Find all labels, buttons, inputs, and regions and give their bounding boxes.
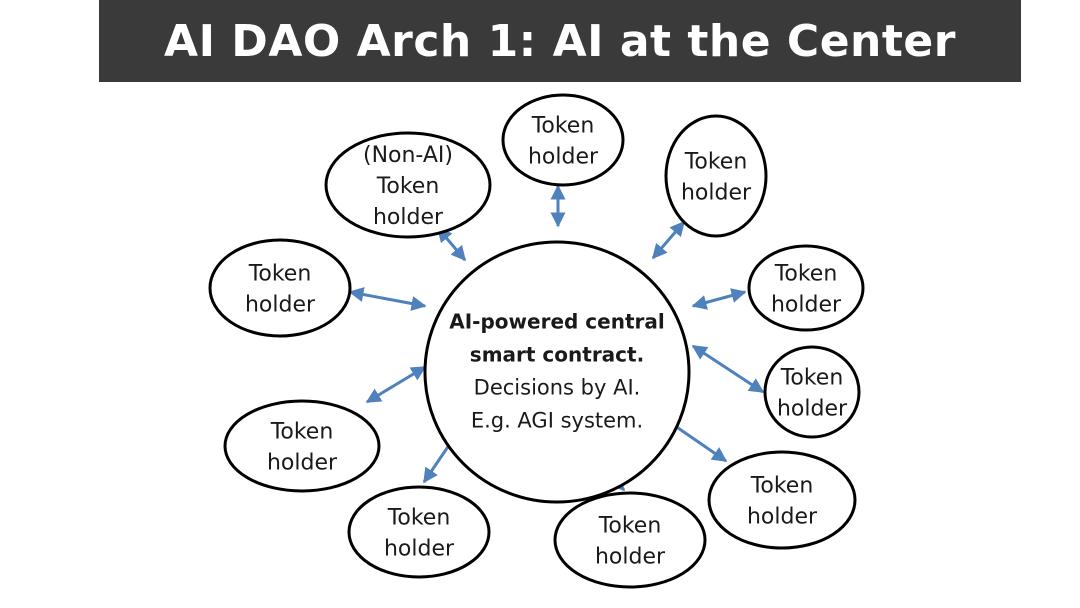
token-holder-ellipse (223, 399, 381, 493)
token-holder-label: Token (780, 366, 844, 391)
bidirectional-arrow (651, 220, 686, 260)
token-holder-ellipse (347, 485, 491, 579)
central-smart-contract: AI-powered central smart contract. Decisio… (423, 240, 691, 504)
token-holder-ellipse (553, 491, 707, 589)
central-contract-title: AI-powered central (449, 310, 664, 334)
token-holder-node: Token holder (763, 345, 861, 439)
central-contract-circle (423, 240, 691, 504)
token-holder-label: holder (245, 293, 316, 318)
token-holder-label: Token (750, 474, 814, 499)
token-holder-ellipse (501, 93, 625, 187)
token-holder-ellipse (664, 114, 768, 238)
central-contract-desc: E.g. AGI system. (471, 409, 643, 433)
token-holder-label: holder (373, 205, 444, 230)
token-holder-ellipse (324, 131, 492, 239)
token-holder-label: Token (684, 150, 748, 175)
token-holder-node: Token holder (208, 238, 352, 338)
token-holder-label: holder (681, 181, 752, 206)
bidirectional-arrow (691, 344, 765, 394)
token-holder-node: (Non-AI) Token holder (324, 131, 492, 239)
token-holder-node: Token holder (347, 485, 491, 579)
bidirectional-arrow (365, 365, 427, 404)
token-holder-label: holder (595, 545, 666, 570)
central-contract-title: smart contract. (470, 343, 644, 367)
token-holder-node: Token holder (664, 114, 768, 238)
token-holder-label: Token (387, 506, 451, 531)
token-holder-label: holder (777, 397, 848, 422)
token-holder-label: holder (384, 537, 455, 562)
page-title: AI DAO Arch 1: AI at the Center (164, 15, 956, 67)
token-holder-label: holder (771, 293, 842, 318)
token-holder-label: holder (747, 505, 818, 530)
token-holder-label: Token (598, 514, 662, 539)
token-holder-ellipse (763, 345, 861, 439)
token-holder-label: Token (248, 262, 312, 287)
token-holder-ellipse (747, 244, 865, 332)
token-holder-label: (Non-AI) (363, 143, 453, 168)
token-holder-label: holder (528, 145, 599, 170)
token-holder-node: Token holder (501, 93, 625, 187)
central-contract-desc: Decisions by AI. (474, 376, 641, 400)
token-holder-ellipse (707, 450, 857, 550)
token-holder-label: Token (531, 114, 595, 139)
title-bar: AI DAO Arch 1: AI at the Center (99, 0, 1021, 82)
token-holder-label: holder (267, 451, 338, 476)
token-holder-node: Token holder (553, 491, 707, 589)
bidirectional-arrow (348, 287, 427, 311)
token-holder-label: Token (376, 174, 440, 199)
token-holder-node: Token holder (223, 399, 381, 493)
bidirectional-arrow (691, 288, 747, 310)
token-holder-ellipse (208, 238, 352, 338)
token-holder-label: Token (270, 420, 334, 445)
token-holder-node: Token holder (747, 244, 865, 332)
token-holder-node: Token holder (707, 450, 857, 550)
token-holder-label: Token (774, 262, 838, 287)
